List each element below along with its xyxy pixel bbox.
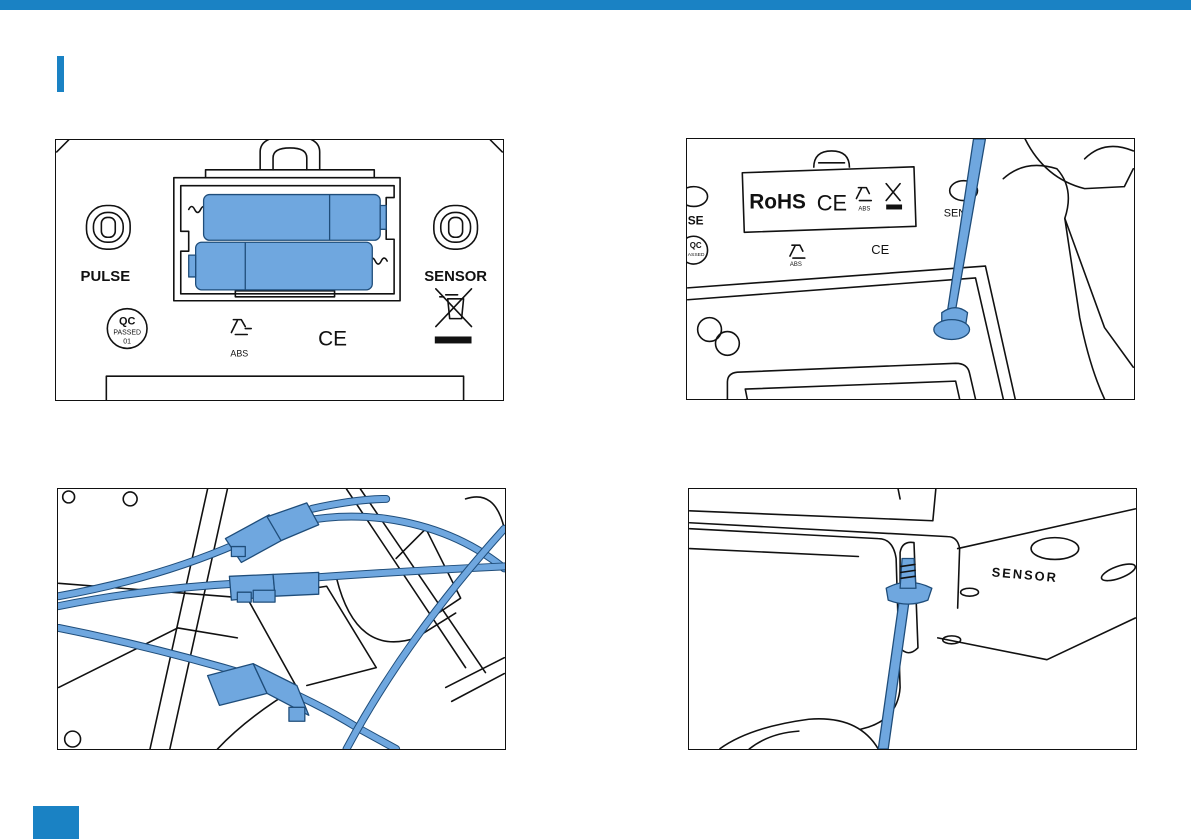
ce-mark-plate: CE — [817, 190, 847, 215]
illustration-cable-connectors — [57, 488, 506, 750]
ce-mark-lower: CE — [871, 242, 889, 257]
recycle-icon — [231, 320, 251, 335]
recycle-icon-lower — [790, 245, 805, 258]
qc-fragment-2: ASSED — [688, 252, 705, 258]
illustration-rivet-removal-sensor: SENSOR — [688, 488, 1137, 750]
rivet-removal-sensor-drawing: SENSOR — [689, 489, 1136, 749]
qc-passed-seal: QC PASSED 01 — [107, 309, 147, 349]
rohs-label: RoHS — [749, 190, 806, 213]
battery-compartment-drawing: PULSE SENSOR QC PASSED 01 ABS CE — [56, 140, 503, 400]
section-title-marker — [57, 56, 64, 92]
cable-connectors-drawing — [58, 489, 505, 749]
abs-label-lower: ABS — [790, 262, 802, 268]
connector-middle — [229, 572, 318, 602]
abs-label: ABS — [230, 348, 248, 358]
connector-top — [225, 503, 318, 563]
pulse-fragment: SE — [688, 213, 704, 227]
page-number-badge — [33, 806, 79, 839]
sensor-label-panel4: SENSOR — [991, 564, 1058, 585]
ce-mark: CE — [318, 327, 347, 350]
qc-line-1: QC — [119, 316, 135, 328]
abs-label-plate: ABS — [858, 206, 870, 212]
sensor-label: SENSOR — [424, 269, 487, 285]
qc-fragment-1: QC — [690, 241, 702, 250]
weee-bin-icon — [435, 289, 472, 344]
qc-line-3: 01 — [123, 338, 131, 345]
illustration-rivet-removal-label: RoHS CE ABS SE QC ASSED SEN ABS CE — [686, 138, 1135, 400]
illustration-battery-compartment: PULSE SENSOR QC PASSED 01 ABS CE — [55, 139, 504, 401]
qc-line-2: PASSED — [113, 330, 141, 337]
pulse-label: PULSE — [81, 269, 131, 285]
top-accent-bar — [0, 0, 1191, 10]
rivet-removal-drawing: RoHS CE ABS SE QC ASSED SEN ABS CE — [687, 139, 1134, 399]
